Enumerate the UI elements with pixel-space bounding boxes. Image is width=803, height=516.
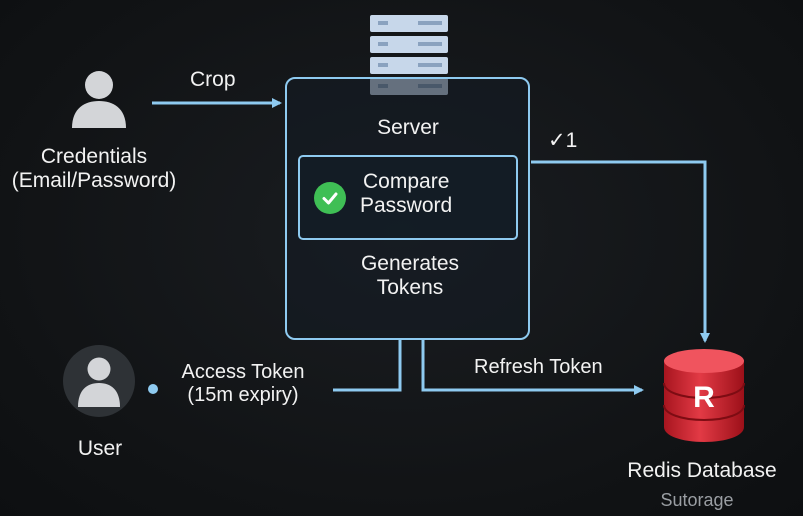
access-token-line2: (15m expiry) [187, 384, 299, 406]
credentials-label-line1: Credentials [40, 145, 148, 168]
user-icon [78, 357, 120, 407]
access-token-line1: Access Token [181, 361, 305, 383]
check-circle-icon [314, 182, 346, 214]
line-access-token [333, 340, 402, 392]
refresh-token-label: Refresh Token [474, 356, 603, 378]
generates-line1: Generates [360, 252, 460, 275]
compare-password-label: Compare Password [360, 170, 452, 218]
connector-dot [148, 384, 158, 394]
credentials-label-line2: (Email/Password) [11, 169, 177, 193]
compare-line1: Compare [363, 170, 450, 193]
arrow-refresh-token [421, 340, 644, 395]
arrow-server-to-redis [531, 160, 710, 343]
user-icon [72, 71, 126, 128]
user-label: User [77, 437, 123, 460]
compare-line2: Password [360, 194, 453, 218]
branch-label: ✓1 [548, 129, 578, 152]
redis-subtitle: Sutorage [660, 490, 734, 510]
redis-title: Redis Database [627, 459, 777, 482]
crop-label: Crop [190, 68, 236, 91]
server-title: Server [377, 116, 439, 139]
credentials-label: Credentials (Email/Password) [12, 145, 177, 193]
redis-logo-letter: R [693, 381, 715, 414]
generates-line2: Tokens [376, 276, 444, 300]
generates-tokens-label: Generates Tokens [361, 252, 459, 300]
access-token-label: Access Token (15m expiry) [181, 361, 304, 407]
redis-database-icon [663, 349, 745, 442]
